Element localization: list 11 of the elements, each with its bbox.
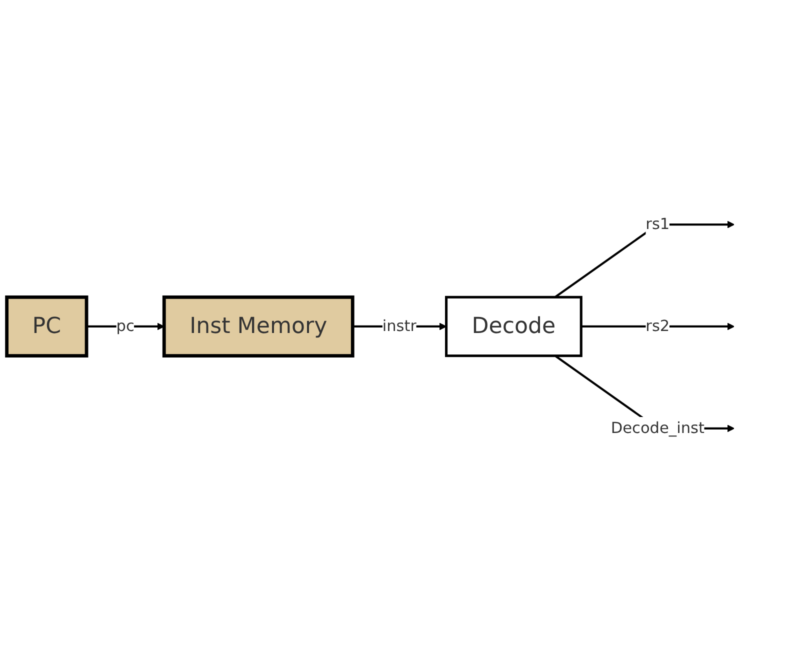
edge-label: instr (382, 317, 417, 335)
node-box: Inst Memory (162, 295, 354, 357)
edge-label: Decode_inst (610, 419, 704, 437)
edge-label: rs2 (646, 317, 670, 335)
edge-label: rs1 (646, 215, 670, 233)
edge-label: pc (116, 317, 134, 335)
arrow (581, 322, 735, 330)
node-box: Decode (445, 295, 582, 357)
arrow (554, 220, 735, 298)
node-box: PC (5, 295, 88, 357)
arrow (86, 322, 164, 330)
